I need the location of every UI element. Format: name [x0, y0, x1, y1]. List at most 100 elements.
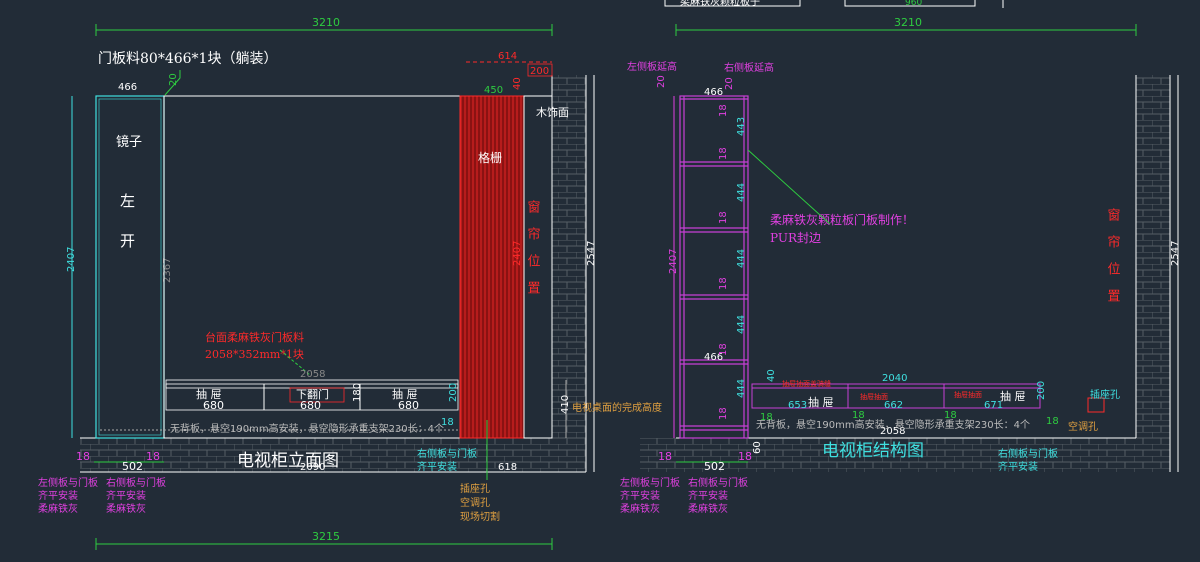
left-drawer-row — [165, 383, 459, 411]
right-dim-40: 40 — [766, 369, 777, 382]
left-dim-2058: 2058 — [300, 369, 325, 380]
right-dim-18br: 18 — [738, 450, 752, 463]
right-drawer-2: 抽 屉 — [1000, 389, 1026, 403]
right-right-side-note-2: 齐平安装 — [688, 489, 728, 502]
left-dim-18b: 18 — [76, 450, 90, 463]
right-dim-18-1: 18 — [718, 104, 729, 117]
left-side-note-2: 齐平安装 — [38, 489, 78, 502]
left-no-back-note: 无背板，悬空190mm高安装，悬空隐形承重支架230长：4个 — [170, 422, 444, 435]
left-dim-466: 466 — [118, 82, 137, 93]
right-board-note-2: PUR封边 — [770, 231, 821, 245]
right-dim-662: 662 — [884, 400, 903, 411]
right-dim-2040: 2040 — [882, 373, 907, 384]
right-dim-18-4: 18 — [718, 277, 729, 290]
left-dim-18c: 18 — [146, 450, 160, 463]
right-right-side-note-1: 右侧板与门板 — [688, 476, 748, 489]
right-dim-200: 200 — [1036, 381, 1047, 400]
right-drawer-1: 抽 屉 — [808, 395, 834, 409]
left-drawer-2-label: 下翻门 — [296, 387, 329, 401]
left-drawer-3-width: 680 — [398, 399, 419, 412]
left-dim-502: 502 — [122, 460, 143, 473]
left-wood-face-label: 木饰面 — [536, 105, 569, 119]
left-door-label-2: 开 — [120, 232, 135, 250]
left-dim-20: 20 — [168, 73, 179, 86]
right-dim-444d: 444 — [736, 379, 747, 398]
left-dim-410: 410 — [560, 395, 571, 414]
right-dim-466a: 466 — [704, 87, 723, 98]
right-dim-444a: 444 — [736, 183, 747, 202]
right-dim-18b1: 18 — [760, 412, 773, 423]
left-right-flush-2: 齐平安装 — [417, 460, 457, 473]
right-dim-443: 443 — [736, 117, 747, 136]
right-left-side-note-1: 左侧板与门板 — [620, 476, 680, 489]
left-dim-2407: 2407 — [66, 247, 77, 272]
left-dim-2367: 2367 — [162, 258, 173, 283]
left-mirror-label: 镜子 — [116, 135, 142, 150]
left-drawer-2-width: 680 — [300, 399, 321, 412]
left-desk-height-note: 电视桌面的完成高度 — [572, 401, 662, 414]
right-side-note-3: 柔麻铁灰 — [106, 502, 146, 515]
right-structure-view: 3210 左侧板延高 右侧板延高 20 20 466 466 443 444 — [620, 16, 1181, 515]
right-right-flush-2: 齐平安装 — [998, 460, 1038, 473]
left-top-door-note-2: 2058*352mm*1块 — [205, 348, 304, 361]
right-dim-18-2: 18 — [718, 147, 729, 160]
left-door-note: 门板料80*466*1块（躺装） — [98, 51, 277, 67]
left-dim-618: 618 — [498, 462, 517, 473]
right-dim-18b3: 18 — [944, 410, 957, 421]
right-dim-444c: 444 — [736, 315, 747, 334]
right-side-note-1: 右侧板与门板 — [106, 476, 166, 489]
right-dim-18b4: 18 — [1046, 416, 1059, 427]
right-side-note-2: 齐平安装 — [106, 489, 146, 502]
left-right-flush-1: 右侧板与门板 — [417, 447, 477, 460]
right-drawer-assembly — [751, 383, 1041, 409]
right-no-back-note: 无背板，悬空190mm高安装，悬空隐形承重支架230长：4个 — [756, 418, 1030, 431]
left-dim-450: 450 — [484, 85, 503, 96]
right-small-red-1: 抽屉抽面盖骑缝 — [782, 379, 831, 388]
right-small-red-2: 抽屉抽面 — [860, 392, 888, 401]
left-grille-panel — [459, 95, 525, 439]
left-dim-top: 3210 — [312, 16, 340, 29]
left-side-note-3: 柔麻铁灰 — [38, 502, 78, 515]
left-dim-40: 40 — [512, 77, 523, 90]
left-drawer-3-label: 抽 屉 — [392, 387, 418, 401]
right-shelf-unit — [679, 95, 749, 439]
right-socket-label: 插座孔 — [1090, 388, 1120, 401]
right-dim-671: 671 — [984, 400, 1003, 411]
right-small-red-3: 抽屉抽面 — [954, 390, 982, 399]
top-strip-left-text: 柔麻铁灰颗粒板子 — [680, 0, 760, 8]
right-dim-18-3: 18 — [718, 211, 729, 224]
top-strip-right-text: 960 — [905, 0, 922, 8]
right-dim-2547: 2547 — [1170, 241, 1181, 266]
left-dim-2090: 2090 — [300, 462, 325, 473]
right-dim-444b: 444 — [736, 249, 747, 268]
left-view-title: 电视柜立面图 — [237, 451, 339, 471]
left-drawer-1-label: 抽 屉 — [196, 387, 222, 401]
right-dim-653: 653 — [788, 400, 807, 411]
left-wood-face — [523, 95, 553, 439]
right-dim-18-5: 18 — [718, 343, 729, 356]
right-curtain-label: 窗帘位置 — [1105, 207, 1121, 316]
left-dim-200: 200 — [530, 66, 549, 77]
left-socket-note-3: 现场切割 — [460, 510, 500, 523]
left-cabinet-outline — [163, 95, 461, 439]
left-socket-note-2: 空调孔 — [460, 496, 490, 509]
right-dim-top: 3210 — [894, 16, 922, 29]
right-dim-20b: 20 — [724, 77, 735, 90]
right-dim-60: 60 — [752, 441, 763, 454]
left-dim-2407-mid: 2407 — [512, 241, 523, 266]
left-dim-180: 180 — [352, 383, 363, 402]
left-grille-label: 格栅 — [478, 150, 502, 165]
right-dim-18bl: 18 — [658, 450, 672, 463]
right-right-flush-1: 右侧板与门板 — [998, 447, 1058, 460]
right-right-side-note-3: 柔麻铁灰 — [688, 502, 728, 515]
left-curtain-label: 窗帘位置 — [525, 199, 541, 308]
right-left-ext: 左侧板延高 — [627, 60, 677, 73]
right-left-side-note-3: 柔麻铁灰 — [620, 502, 660, 515]
right-ac-label: 空调孔 — [1068, 420, 1098, 433]
right-wall — [1136, 75, 1170, 472]
right-dim-20: 20 — [656, 75, 667, 88]
right-dim-502: 502 — [704, 460, 725, 473]
left-dim-bottom: 3215 — [312, 530, 340, 543]
left-dim-18a: 18 — [441, 417, 454, 428]
